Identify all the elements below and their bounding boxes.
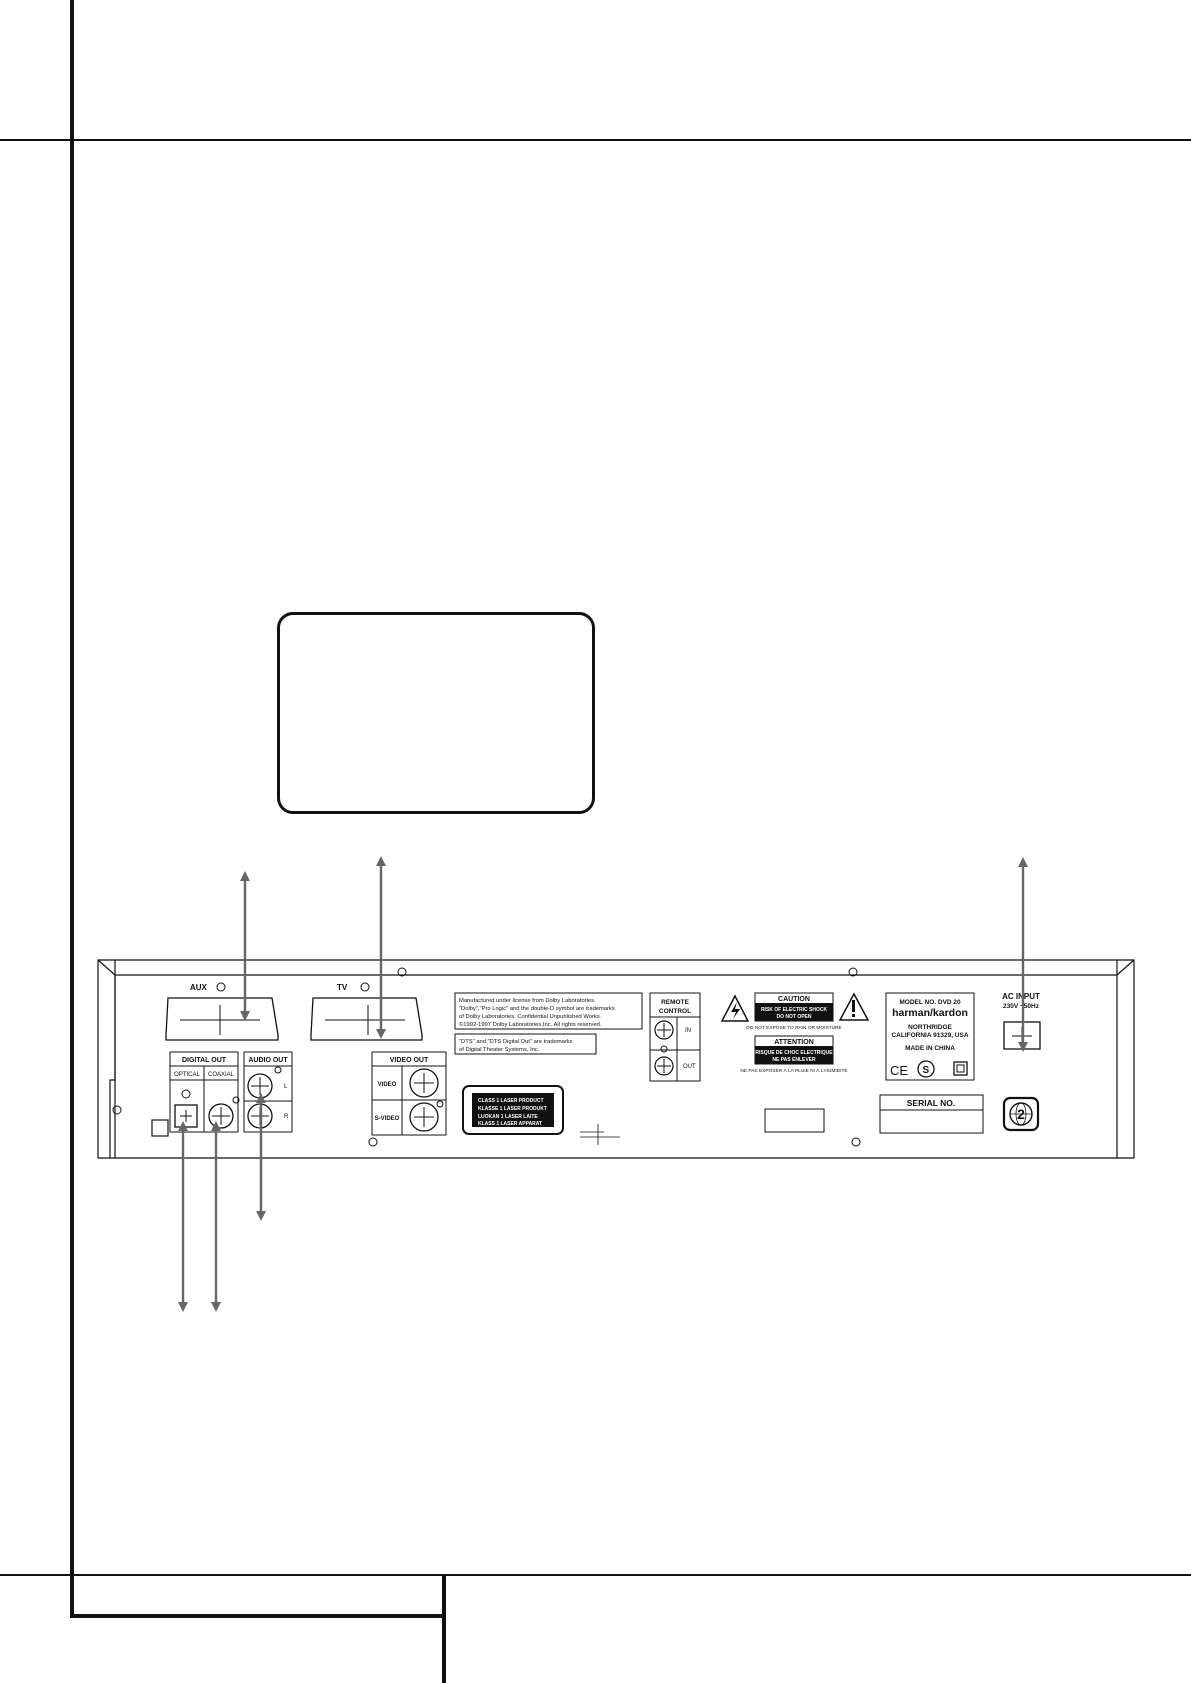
optical-label: OPTICAL: [174, 1072, 200, 1078]
video-label: VIDEO: [378, 1082, 397, 1088]
barcode-box: [764, 1108, 825, 1133]
s-mark-icon: [917, 1060, 935, 1078]
remote-control-group: REMOTE CONTROL IN OUT: [649, 992, 701, 1082]
model-state: CALIFORNIA 91329, USA: [891, 1032, 968, 1039]
video-out-header: VIDEO OUT: [390, 1057, 429, 1064]
caution-note: DO NOT EXPOSE TO RAIN OR MOISTURE: [746, 1025, 841, 1031]
top-header-rule: [0, 139, 1191, 141]
caution-title: CAUTION: [778, 996, 810, 1003]
laser-product-label: CLASS 1 LASER PRODUCT KLASSE 1 LASER PRO…: [462, 1085, 564, 1135]
model-city: NORTHRIDGE: [908, 1024, 952, 1031]
brand-name: harman/kardon: [892, 1007, 968, 1019]
audio-out-header: AUDIO OUT: [248, 1057, 288, 1064]
attention-title: ATTENTION: [774, 1039, 814, 1046]
serial-number-label: SERIAL NO.: [764, 1094, 984, 1134]
aux-scart-connector: AUX: [165, 982, 279, 1041]
region-number: 2: [1017, 1106, 1025, 1122]
model-number: MODEL NO. DVD 20: [899, 999, 961, 1006]
attention-line-1: RISQUE DE CHOC ELECTRIQUE: [755, 1050, 833, 1056]
ground-mark: [580, 1124, 620, 1145]
remote-out-label: OUT: [683, 1064, 696, 1070]
callout-arrows: [178, 856, 1028, 1312]
dolby-notice: Manufactured under license from Dolby La…: [454, 992, 643, 1030]
caution-warning: CAUTION RISK OF ELECTRIC SHOCK DO NOT OP…: [720, 992, 870, 1031]
attention-line-2: NE PAS ENLEVER: [772, 1057, 816, 1063]
ac-input-group: AC INPUT 230V ~50Hz: [1002, 992, 1041, 1050]
remote-in-jack: [654, 1020, 674, 1040]
lightning-warning-icon: [720, 994, 750, 1022]
digital-out-group: DIGITAL OUT OPTICAL COAXIAL: [169, 1051, 240, 1133]
svideo-jack: [409, 1102, 439, 1132]
video-jack: [409, 1068, 439, 1098]
digital-out-header: DIGITAL OUT: [182, 1057, 227, 1064]
laser-line-2: KLASSE 1 LASER PRODUKT: [478, 1106, 547, 1112]
dolby-line-1: Manufactured under license from Dolby La…: [459, 998, 596, 1004]
remote-in-label: IN: [685, 1028, 691, 1034]
remote-title-2: CONTROL: [659, 1008, 691, 1015]
ac-input-label: AC INPUT: [1002, 992, 1040, 1001]
double-insulation-icon: [953, 1061, 968, 1076]
dolby-line-2: "Dolby","Pro Logic" and the double-D sym…: [459, 1006, 615, 1012]
laser-line-1: CLASS 1 LASER PRODUCT: [478, 1098, 544, 1104]
dolby-line-4: ©1992-1997 Dolby Laboratories,Inc. All r…: [459, 1021, 602, 1028]
audio-right-label: R: [284, 1114, 289, 1120]
attention-note: NE PAS EXPOSER À LA PLUIE NI À L'HUMIDIT…: [740, 1067, 847, 1074]
dts-line-2: of Digital Theater Systems, Inc.: [459, 1047, 540, 1053]
attention-warning: ATTENTION RISQUE DE CHOC ELECTRIQUE NE P…: [740, 1035, 848, 1074]
coaxial-label: COAXIAL: [208, 1072, 235, 1078]
ce-mark-icon: CE: [890, 1063, 908, 1078]
video-out-group: VIDEO OUT VIDEO S-VIDEO: [371, 1051, 447, 1136]
chassis-outline: [97, 959, 1135, 1159]
audio-left-label: L: [284, 1084, 288, 1090]
bottom-footer-rule: [0, 1574, 1191, 1576]
serial-title: SERIAL NO.: [907, 1098, 956, 1108]
tv-label: TV: [337, 983, 348, 992]
coaxial-jack: [208, 1103, 234, 1129]
dts-notice: "DTS" and "DTS Digital Out" are trademar…: [454, 1033, 597, 1055]
model-label: MODEL NO. DVD 20 harman/kardon NORTHRIDG…: [885, 992, 975, 1081]
made-in: MADE IN CHINA: [905, 1045, 955, 1052]
caution-line-2: DO NOT OPEN: [776, 1014, 811, 1020]
footer-divider-rule: [442, 1574, 446, 1683]
tv-scart-connector: TV: [310, 982, 423, 1041]
remote-title-1: REMOTE: [661, 999, 689, 1006]
dts-line-1: "DTS" and "DTS Digital Out" are trademar…: [459, 1039, 573, 1045]
remote-out-jack: [654, 1056, 674, 1076]
footer-bottom-rule: [70, 1614, 444, 1618]
region-code-icon: 2: [1002, 1096, 1040, 1132]
exclamation-warning-icon: [838, 992, 870, 1021]
svg-text:S: S: [923, 1065, 930, 1076]
left-margin-rule: [70, 0, 74, 1618]
dolby-line-3: of Dolby Laboratories. Confidential Unpu…: [459, 1014, 602, 1020]
ac-input-voltage: 230V ~50Hz: [1003, 1003, 1040, 1010]
caution-line-1: RISK OF ELECTRIC SHOCK: [761, 1007, 828, 1013]
mounting-holes: [112, 967, 861, 1147]
laser-line-3: LUOKAN 1 LASER LAITE: [478, 1114, 538, 1120]
aux-label: AUX: [190, 983, 208, 992]
svideo-label: S-VIDEO: [375, 1116, 400, 1122]
callout-box: [277, 612, 595, 814]
laser-line-4: KLASS 1 LASER APPARAT: [478, 1121, 542, 1127]
audio-out-group: AUDIO OUT L R: [243, 1051, 293, 1133]
